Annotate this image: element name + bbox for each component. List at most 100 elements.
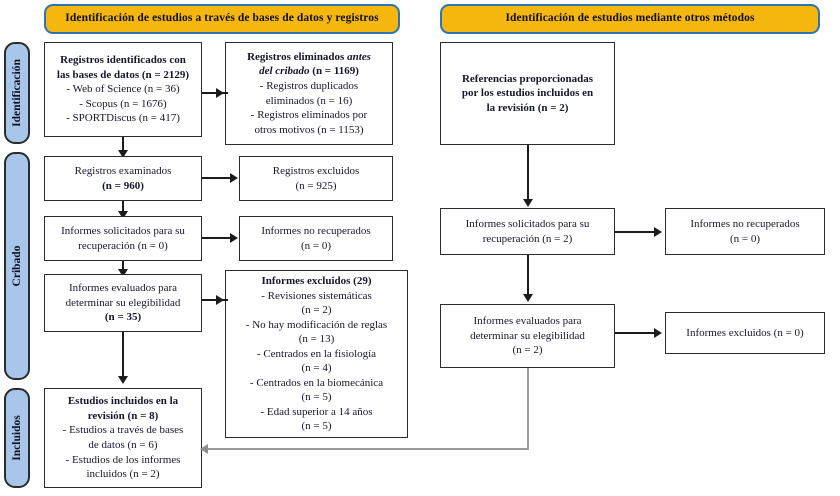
reports-excluded-line-11: (n = 5) bbox=[301, 420, 332, 433]
box-references-provided: Referencias proporcionadas por los estud… bbox=[440, 42, 615, 145]
records-screened-line-2: (n = 960) bbox=[102, 179, 144, 192]
arrowhead-gray-to-included bbox=[200, 444, 208, 454]
box-reports-assessed: Informes evaluados para determinar su el… bbox=[44, 274, 202, 332]
box-reports-assessed-other: Informes evaluados para determinar su el… bbox=[440, 304, 615, 368]
connector-screened-to-sought bbox=[122, 201, 124, 215]
reports-excluded-line-3: (n = 2) bbox=[301, 304, 332, 317]
reports-excluded-line-9: (n = 5) bbox=[301, 391, 332, 404]
records-removed-line-3: - Registros duplicados bbox=[259, 79, 359, 92]
stage-incluidos: Incluidos bbox=[4, 388, 30, 488]
records-removed-line-5: - Registros eliminados por bbox=[250, 109, 368, 122]
records-identified-line-1: Registros identificados con bbox=[60, 54, 186, 67]
studies-included-line-6: incluidos (n = 2) bbox=[86, 468, 160, 481]
reports-assessed-other-line-1: Informes evaluados para bbox=[473, 315, 582, 328]
arrowhead-references-to-sought bbox=[523, 199, 533, 207]
arrowhead-sought-other-to-notretrieved bbox=[654, 227, 662, 237]
reports-assessed-line-3: (n = 35) bbox=[104, 311, 142, 324]
stage-cribado-label: Cribado bbox=[11, 245, 23, 287]
records-identified-line-2: las bases de datos (n = 2129) bbox=[56, 68, 190, 81]
reports-excluded-line-1: Informes excluidos (29) bbox=[261, 275, 372, 288]
reports-excluded-line-8: - Centrados en la biomecánica bbox=[249, 376, 384, 389]
records-excluded-line-1: Registros excluidos bbox=[272, 164, 360, 177]
stage-identificacion-label: Identificación bbox=[11, 59, 23, 127]
records-screened-line-1: Registros examinados bbox=[74, 164, 172, 177]
header-other-methods: Identificación de estudios mediante otro… bbox=[440, 4, 820, 34]
box-reports-not-retrieved-other: Informes no recuperados (n = 0) bbox=[665, 208, 825, 255]
reports-not-retrieved-line-2: (n = 0) bbox=[300, 239, 332, 252]
header-databases-label: Identificación de estudios a través de b… bbox=[65, 12, 379, 25]
records-excluded-line-2: (n = 925) bbox=[295, 179, 337, 192]
reports-assessed-line-1: Informes evaluados para bbox=[68, 282, 178, 295]
connector-sought-to-notretrieved bbox=[202, 237, 230, 239]
connector-identified-to-screened bbox=[122, 137, 124, 155]
connector-assessed-other-to-excluded bbox=[615, 332, 655, 334]
header-other-methods-label: Identificación de estudios mediante otro… bbox=[505, 12, 755, 25]
records-removed-line-6: otros motivos (n = 1153) bbox=[254, 123, 364, 136]
records-identified-line-3: - Web of Science (n = 36) bbox=[66, 83, 180, 96]
reports-excluded-line-7: (n = 4) bbox=[301, 362, 332, 375]
studies-included-line-1: Estudios incluidos en la bbox=[67, 395, 179, 408]
reports-sought-other-line-1: Informes solicitados para su bbox=[465, 217, 590, 230]
references-provided-line-2: por los estudios incluidos en bbox=[461, 87, 594, 100]
arrowhead-sought-to-notretrieved bbox=[230, 233, 238, 243]
reports-excluded-other-line-1: Informes excluidos (n = 0) bbox=[686, 326, 804, 339]
box-reports-excluded-other: Informes excluidos (n = 0) bbox=[665, 312, 825, 354]
arrowhead-assessed-to-included bbox=[118, 376, 128, 384]
connector-sought-to-assessed bbox=[122, 261, 124, 273]
arrowhead-screened-to-excluded bbox=[230, 173, 238, 183]
stage-incluidos-label: Incluidos bbox=[11, 415, 23, 461]
header-databases: Identificación de estudios a través de b… bbox=[44, 4, 400, 34]
box-reports-not-retrieved: Informes no recuperados (n = 0) bbox=[239, 216, 393, 261]
reports-sought-line-2: recuperación (n = 0) bbox=[78, 239, 168, 252]
arrowhead-identified-to-removed bbox=[216, 88, 224, 98]
arrowhead-assessed-to-excluded bbox=[216, 295, 224, 305]
reports-sought-line-1: Informes solicitados para su bbox=[61, 224, 185, 237]
studies-included-line-4: de datos (n = 6) bbox=[88, 439, 158, 451]
connector-identified-to-removed bbox=[202, 92, 228, 94]
arrowhead-sought-other-to-assessed bbox=[523, 294, 533, 302]
studies-included-line-2: revisión (n = 8) bbox=[87, 409, 159, 422]
reports-not-retrieved-line-1: Informes no recuperados bbox=[261, 224, 371, 237]
reports-assessed-line-2: determinar su elegibilidad bbox=[65, 296, 181, 309]
records-identified-line-4: - Scopus (n = 1676) bbox=[79, 97, 167, 110]
records-identified-line-5: - SPORTDiscus (n = 417) bbox=[66, 112, 180, 125]
reports-not-retrieved-other-line-2: (n = 0) bbox=[729, 232, 761, 245]
records-removed-line-4: eliminados (n = 16) bbox=[265, 94, 353, 107]
connector-gray-vertical bbox=[527, 368, 529, 450]
box-reports-sought-other: Informes solicitados para su recuperació… bbox=[440, 208, 615, 255]
reports-sought-other-line-2: recuperación (n = 2) bbox=[482, 232, 573, 245]
reports-excluded-line-6: - Centrados en la fisiología bbox=[256, 347, 377, 360]
reports-excluded-line-10: - Edad superior a 14 años bbox=[260, 405, 373, 418]
arrowhead-sought-to-assessed bbox=[118, 269, 128, 277]
connector-assessed-to-included bbox=[122, 332, 124, 380]
reports-excluded-line-4: - No hay modificación de reglas bbox=[245, 318, 388, 331]
reports-excluded-line-5: (n = 13) bbox=[298, 333, 335, 346]
box-reports-excluded: Informes excluidos (29) - Revisiones sis… bbox=[225, 270, 408, 438]
box-reports-sought: Informes solicitados para su recuperació… bbox=[44, 216, 202, 261]
records-removed-line-1: Registros eliminados antes bbox=[247, 50, 371, 63]
studies-included-line-3: - Estudios a través de bases bbox=[62, 424, 184, 437]
box-studies-included: Estudios incluidos en la revisión (n = 8… bbox=[44, 388, 202, 488]
connector-sought-other-to-notretrieved bbox=[615, 231, 655, 233]
connector-sought-other-to-assessed bbox=[527, 255, 529, 297]
box-records-identified: Registros identificados con las bases de… bbox=[44, 42, 202, 137]
reports-not-retrieved-other-line-1: Informes no recuperados bbox=[690, 217, 800, 230]
stage-cribado: Cribado bbox=[4, 152, 30, 380]
box-records-removed: Registros eliminados antes del cribado (… bbox=[225, 42, 393, 145]
connector-screened-to-excluded bbox=[202, 177, 230, 179]
reports-assessed-other-line-3: (n = 2) bbox=[512, 344, 543, 357]
box-records-excluded: Registros excluidos (n = 925) bbox=[239, 156, 393, 201]
reports-excluded-line-2: - Revisiones sistemáticas bbox=[261, 289, 372, 302]
arrowhead-screened-to-sought bbox=[118, 211, 128, 219]
reports-assessed-other-line-2: determinar su elegibilidad bbox=[470, 329, 585, 342]
references-provided-line-3: la revisión (n = 2) bbox=[486, 101, 569, 114]
stage-identificacion: Identificación bbox=[4, 42, 30, 144]
references-provided-line-1: Referencias proporcionadas bbox=[461, 72, 594, 85]
arrowhead-assessed-other-to-excluded bbox=[654, 328, 662, 338]
connector-gray-horizontal bbox=[208, 448, 529, 450]
connector-assessed-to-excluded bbox=[202, 299, 228, 301]
arrowhead-identified-to-screened bbox=[118, 150, 128, 158]
connector-references-to-sought bbox=[527, 145, 529, 203]
studies-included-line-5: - Estudios de los informes bbox=[65, 453, 181, 466]
